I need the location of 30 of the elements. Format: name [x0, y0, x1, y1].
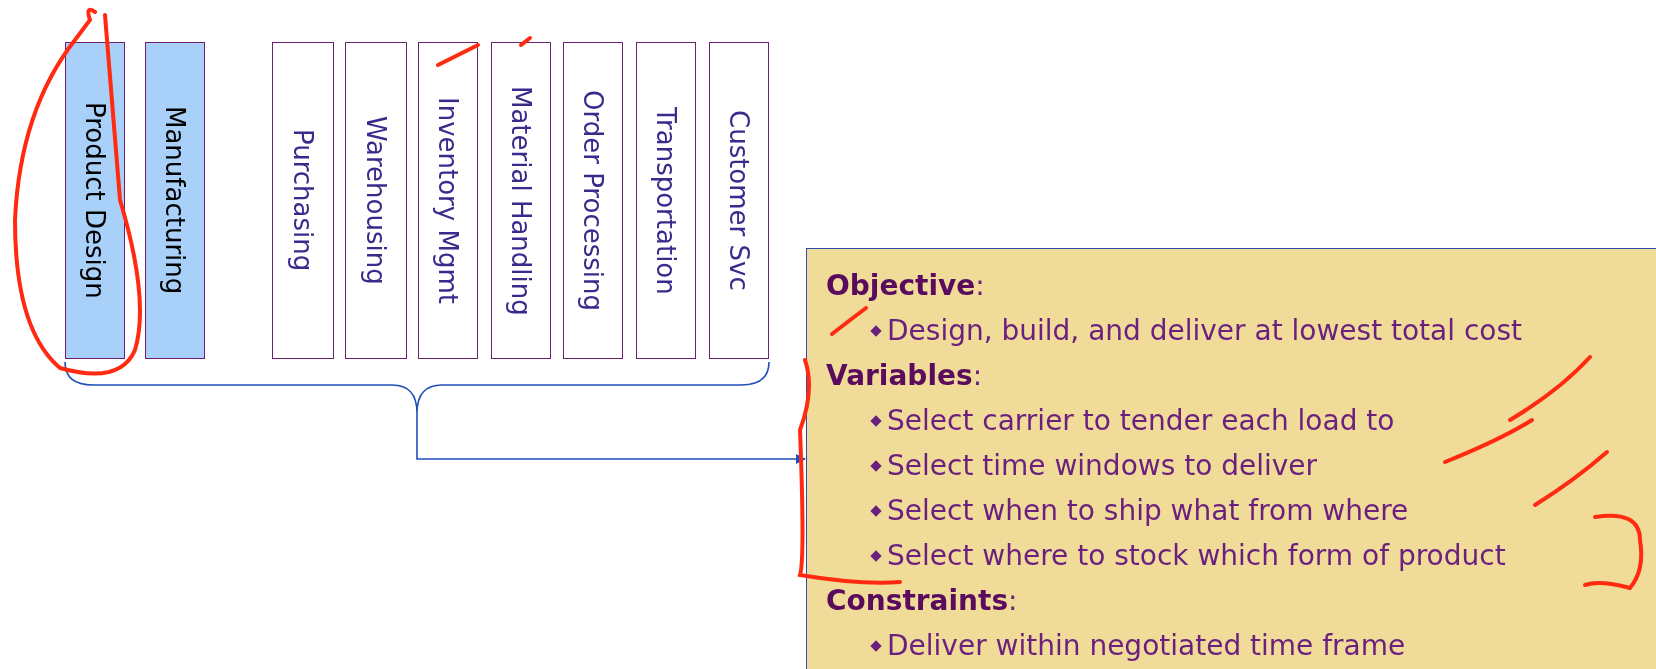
function-label: Order Processing: [578, 90, 608, 311]
function-label: Inventory Mgmt: [433, 97, 463, 304]
section-heading: Variables:: [826, 359, 983, 392]
function-box: [65, 42, 125, 359]
bullet-text: Select time windows to deliver: [887, 449, 1318, 482]
bullet-text: Select when to ship what from where: [887, 494, 1409, 527]
function-label: Purchasing: [288, 129, 318, 272]
function-label: Product Design: [80, 102, 110, 299]
function-box: [563, 42, 623, 359]
bullet-text: Design, build, and deliver at lowest total cost: [887, 314, 1523, 347]
function-label: Manufacturing: [160, 106, 190, 295]
function-box: [418, 42, 478, 359]
text-panel: [806, 248, 1656, 669]
function-label: Transportation: [651, 106, 681, 295]
arrow: [416, 412, 806, 464]
function-box: [272, 42, 334, 359]
section-heading: Objective:: [826, 269, 985, 302]
function-box: [345, 42, 407, 359]
function-box: [491, 42, 551, 359]
curly-brace: [64, 362, 770, 413]
function-label: Warehousing: [361, 116, 391, 285]
function-box: [709, 42, 769, 359]
function-box: [636, 42, 696, 359]
section-heading: Constraints:: [826, 584, 1018, 617]
bullet-text: Select carrier to tender each load to: [887, 404, 1395, 437]
function-label: Material Handling: [506, 85, 536, 316]
function-box: [145, 42, 205, 359]
bullet-text: Select where to stock which form of product: [887, 539, 1506, 572]
bullet-text: Deliver within negotiated time frame: [887, 629, 1406, 662]
function-label: Customer Svc: [724, 110, 754, 291]
